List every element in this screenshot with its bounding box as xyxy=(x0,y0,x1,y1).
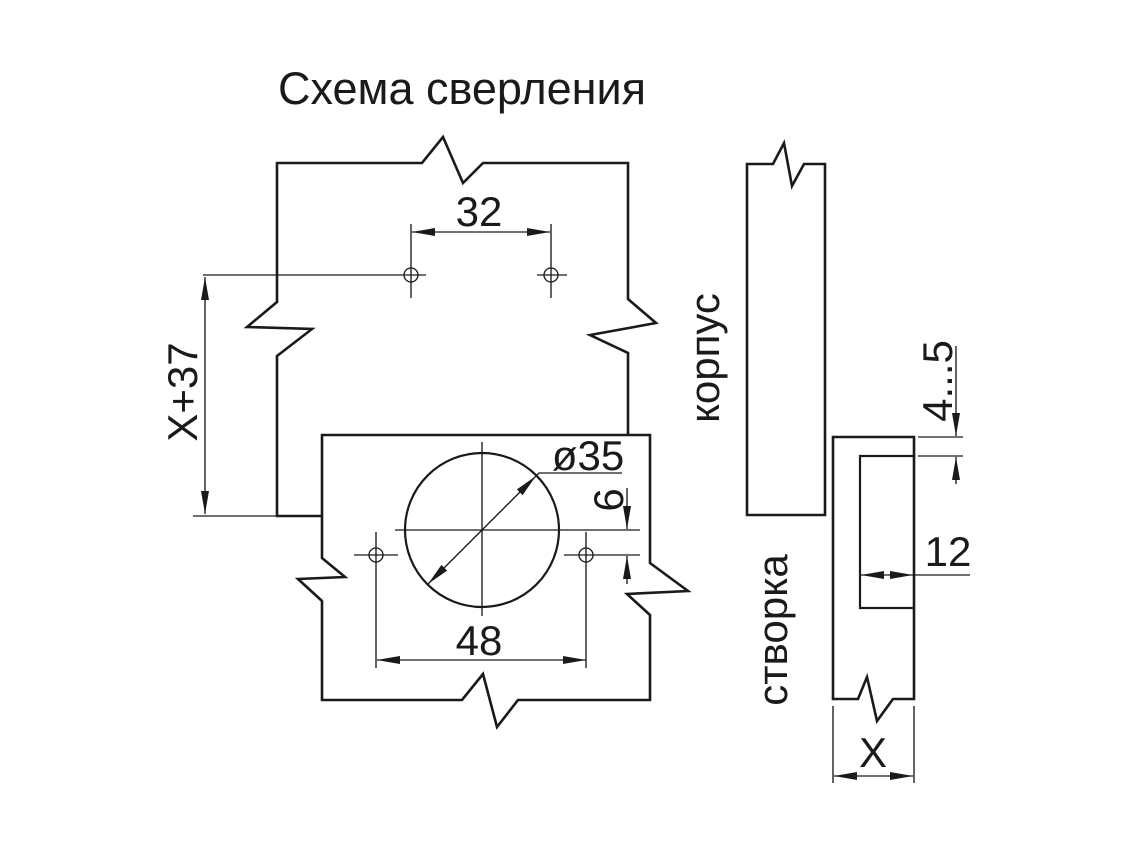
dim-12-arrow-left xyxy=(861,571,884,579)
dim-12-arrow-right xyxy=(890,571,913,579)
dim-d35-text: ø35 xyxy=(552,432,624,479)
front-view xyxy=(193,134,692,730)
dim-6-text: 6 xyxy=(585,488,632,511)
labels: Схема сверления 32 X+37 ø35 6 48 корпус … xyxy=(159,63,971,776)
cabinet-side-outline xyxy=(745,139,827,517)
dim-d35-leader xyxy=(427,472,622,585)
dim-45-arrow-lower xyxy=(952,457,960,480)
dim-32-arrow-right xyxy=(527,228,550,236)
drawing-title: Схема сверления xyxy=(278,63,646,114)
dim-45-arrow-upper xyxy=(952,413,960,436)
cabinet-label: корпус xyxy=(681,293,728,423)
dim-45-text: 4...5 xyxy=(914,340,961,422)
door-side-outline xyxy=(831,435,916,725)
dim-48-text: 48 xyxy=(456,617,503,664)
cup-bore-section xyxy=(858,454,913,610)
dim-d35-arrow-lower xyxy=(428,564,448,584)
dim-x-arrow-right xyxy=(890,772,913,780)
dim-d35-arrow-upper xyxy=(516,476,536,496)
dim-x-text: X xyxy=(859,729,887,776)
dim-12-text: 12 xyxy=(925,528,972,575)
dim-x-arrow-left xyxy=(834,772,857,780)
dim-32-text: 32 xyxy=(456,188,503,235)
door-label: створка xyxy=(749,554,796,706)
dim-48-arrow-right xyxy=(563,656,586,664)
dim-6-arrow-upper xyxy=(623,506,631,529)
dim-x37-text: X+37 xyxy=(159,342,206,441)
dim-x37-arrow-bottom xyxy=(201,491,209,514)
dim-48-arrow-left xyxy=(377,656,400,664)
dim-6-arrow-lower xyxy=(623,556,631,579)
side-view xyxy=(745,139,970,783)
door-front-outline xyxy=(294,433,692,730)
dim-32-arrow-left xyxy=(412,228,435,236)
cabinet-front-outline xyxy=(243,134,659,518)
dim-x37-arrow-top xyxy=(201,277,209,300)
